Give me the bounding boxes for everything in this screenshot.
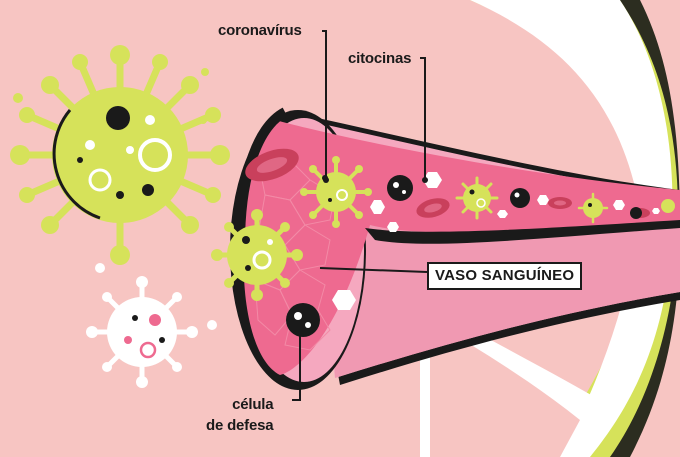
virus-small-white: [86, 276, 198, 388]
virus-in-vessel: [457, 178, 497, 218]
defense-cell: [510, 188, 530, 208]
virus-in-vessel: [661, 199, 675, 213]
virus-large-top-left: [10, 45, 230, 265]
red-blood-cell: [548, 197, 572, 209]
defense-cell: [286, 303, 320, 337]
label-coronavirus: coronavírus: [218, 22, 302, 40]
label-citocinas: citocinas: [348, 50, 411, 68]
defense-cell: [387, 175, 413, 201]
defense-cell: [630, 207, 642, 219]
label-celula-de-defesa: célula de defesa: [206, 394, 273, 436]
label-celula-line2: de defesa: [206, 415, 273, 436]
virus-in-vessel: [300, 156, 372, 228]
label-vaso-sanguineo: VASO SANGUÍNEO: [427, 262, 582, 290]
label-celula-line1: célula: [206, 394, 273, 415]
